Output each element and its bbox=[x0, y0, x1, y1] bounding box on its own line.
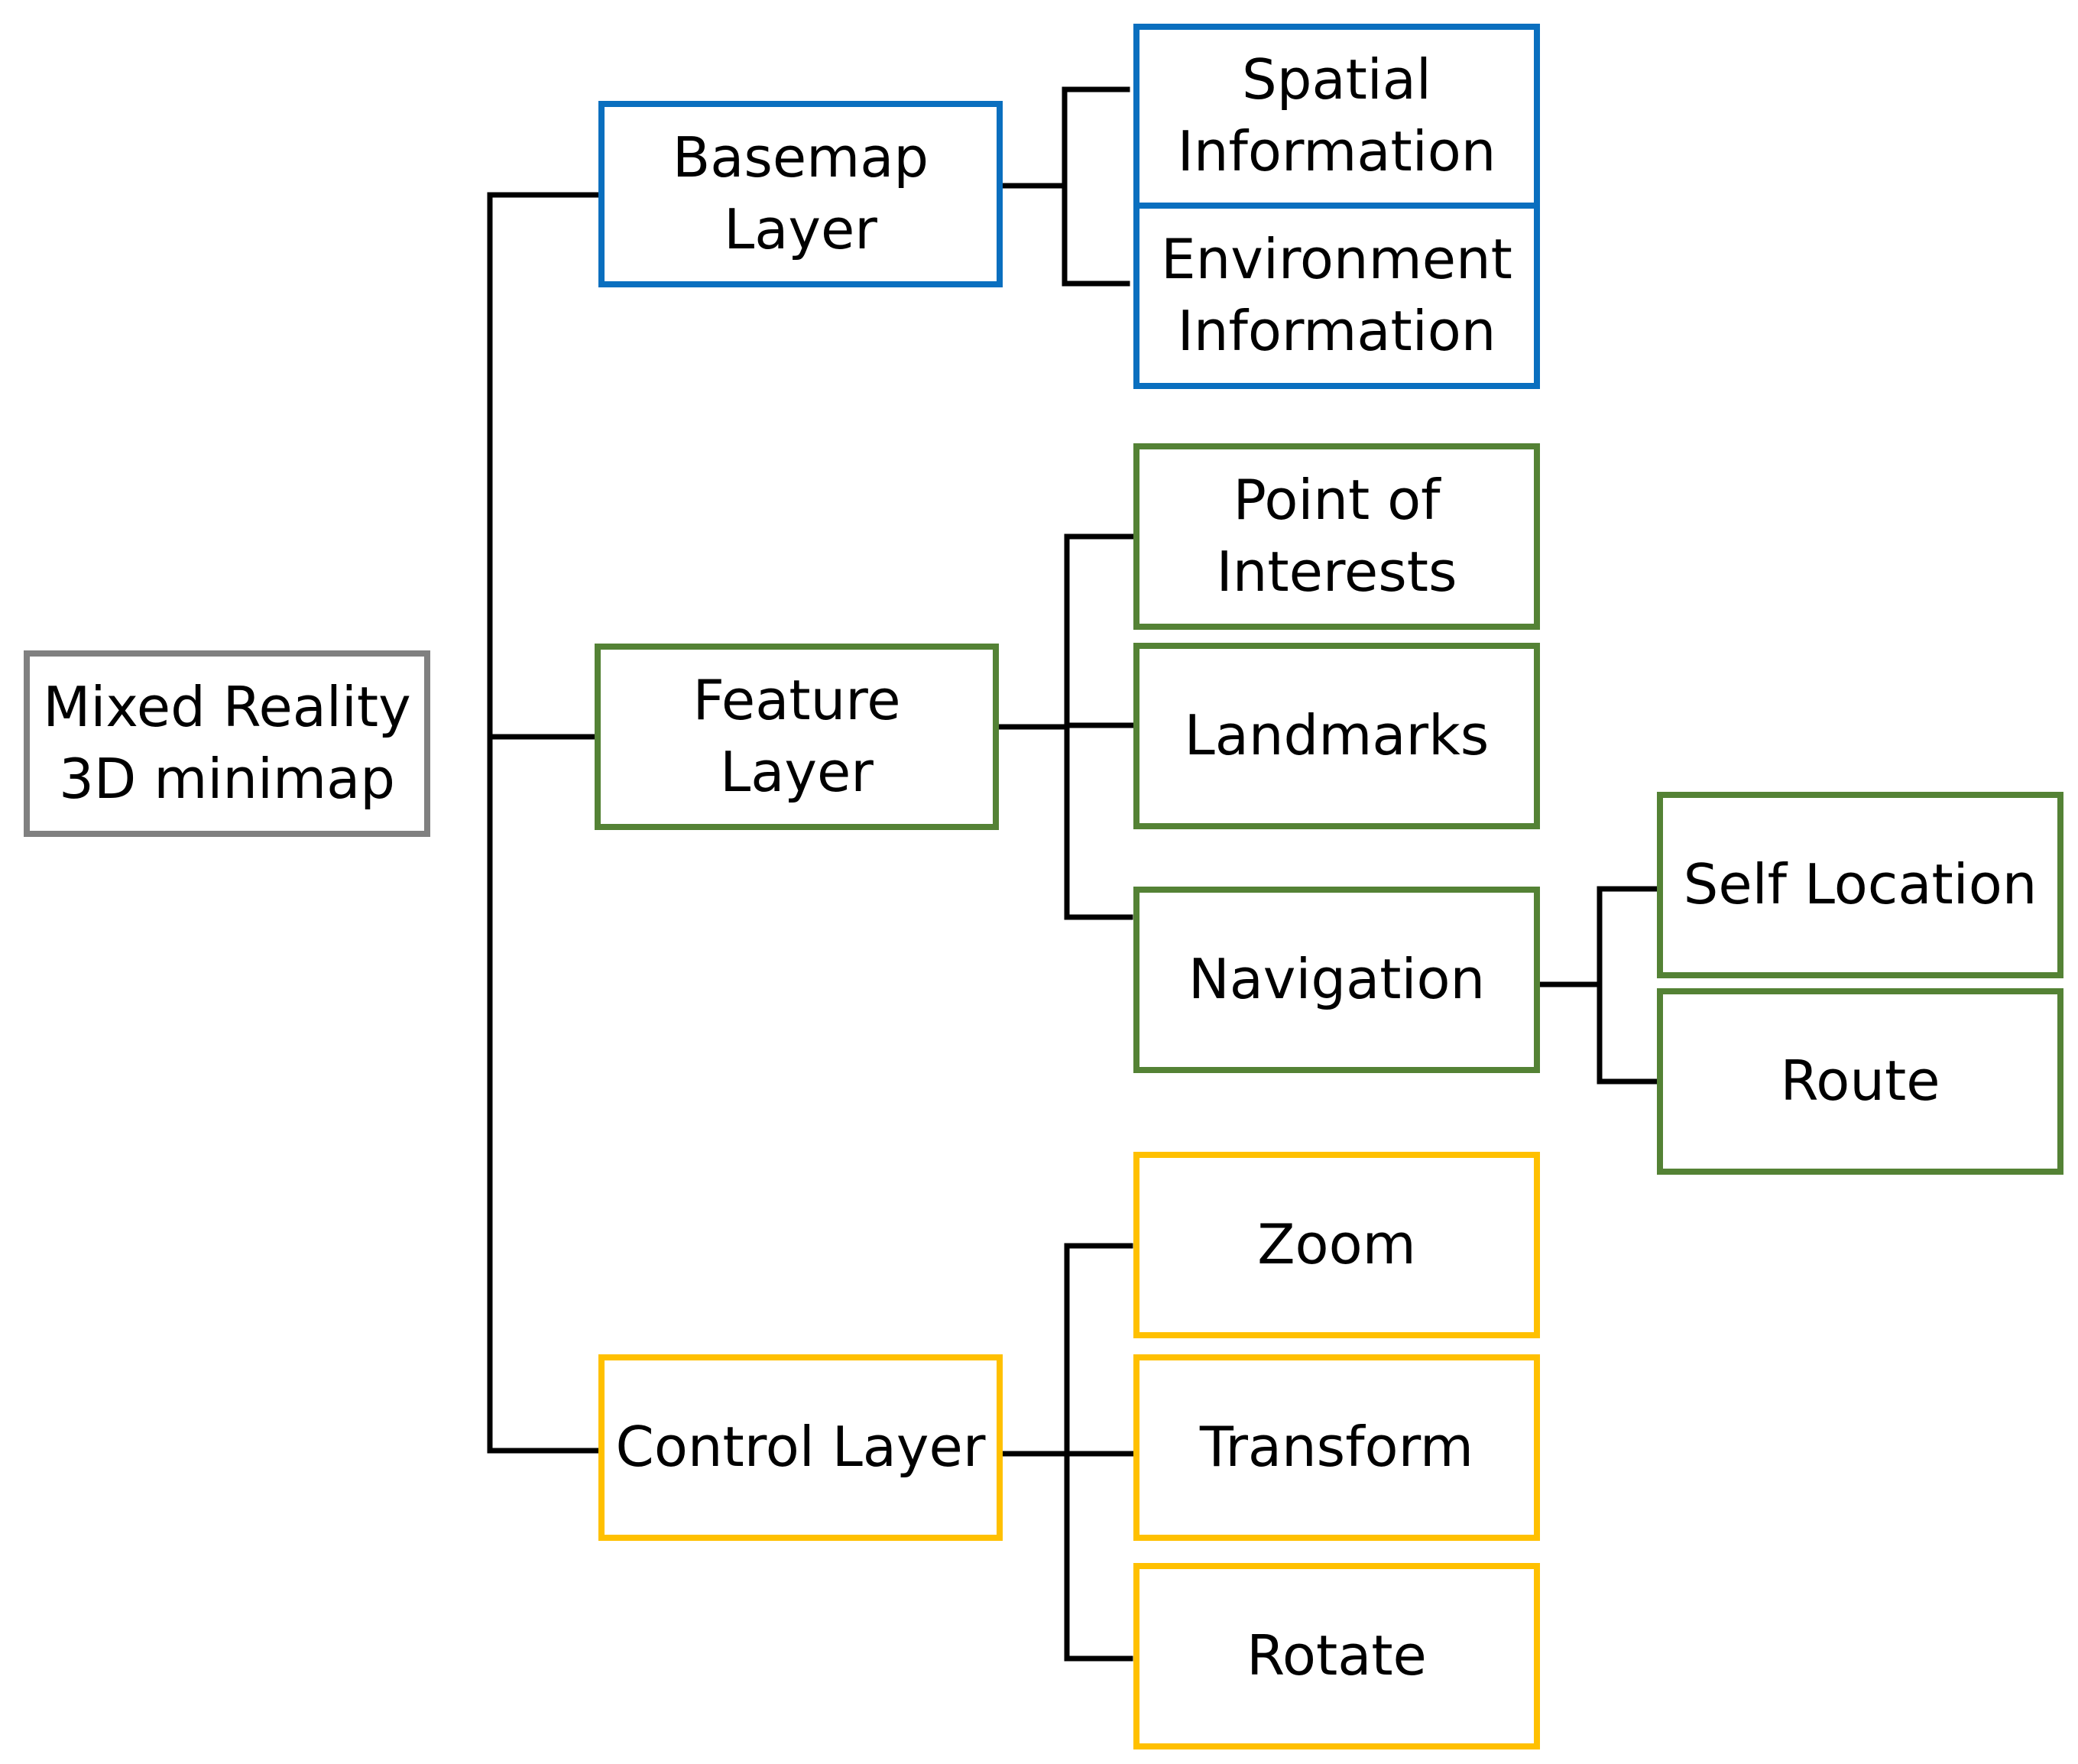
zoom-label: Zoom bbox=[1257, 1212, 1416, 1277]
node-transform: Transform bbox=[1133, 1354, 1540, 1541]
route-label: Route bbox=[1780, 1049, 1940, 1114]
node-control-layer: Control Layer bbox=[598, 1354, 1003, 1541]
node-navigation: Navigation bbox=[1133, 887, 1540, 1073]
basemap-layer-label: Basemap Layer bbox=[672, 125, 929, 261]
node-self-location: Self Location bbox=[1657, 792, 2063, 978]
node-point-of-interests: Point of Interests bbox=[1133, 443, 1540, 630]
node-route: Route bbox=[1657, 988, 2063, 1175]
spatial-information-label: Spatial Information bbox=[1177, 47, 1496, 183]
environment-information-label: Environment Information bbox=[1161, 227, 1512, 363]
node-landmarks: Landmarks bbox=[1133, 643, 1540, 829]
point-of-interests-label: Point of Interests bbox=[1216, 468, 1457, 604]
feature-layer-label: Feature Layer bbox=[692, 668, 901, 804]
node-environment-information: Environment Information bbox=[1133, 203, 1540, 389]
node-spatial-information: Spatial Information bbox=[1133, 24, 1540, 209]
root-node-label: Mixed Reality 3D minimap bbox=[43, 675, 411, 811]
node-basemap-layer: Basemap Layer bbox=[598, 101, 1003, 287]
self-location-label: Self Location bbox=[1683, 852, 2037, 917]
landmarks-label: Landmarks bbox=[1184, 703, 1490, 768]
transform-label: Transform bbox=[1199, 1415, 1474, 1480]
control-layer-label: Control Layer bbox=[615, 1415, 986, 1480]
rotate-label: Rotate bbox=[1246, 1623, 1427, 1688]
root-node-mixed-reality-3d-minimap: Mixed Reality 3D minimap bbox=[24, 650, 430, 837]
node-feature-layer: Feature Layer bbox=[595, 644, 999, 830]
node-zoom: Zoom bbox=[1133, 1152, 1540, 1338]
navigation-label: Navigation bbox=[1188, 947, 1486, 1012]
node-rotate: Rotate bbox=[1133, 1563, 1540, 1749]
